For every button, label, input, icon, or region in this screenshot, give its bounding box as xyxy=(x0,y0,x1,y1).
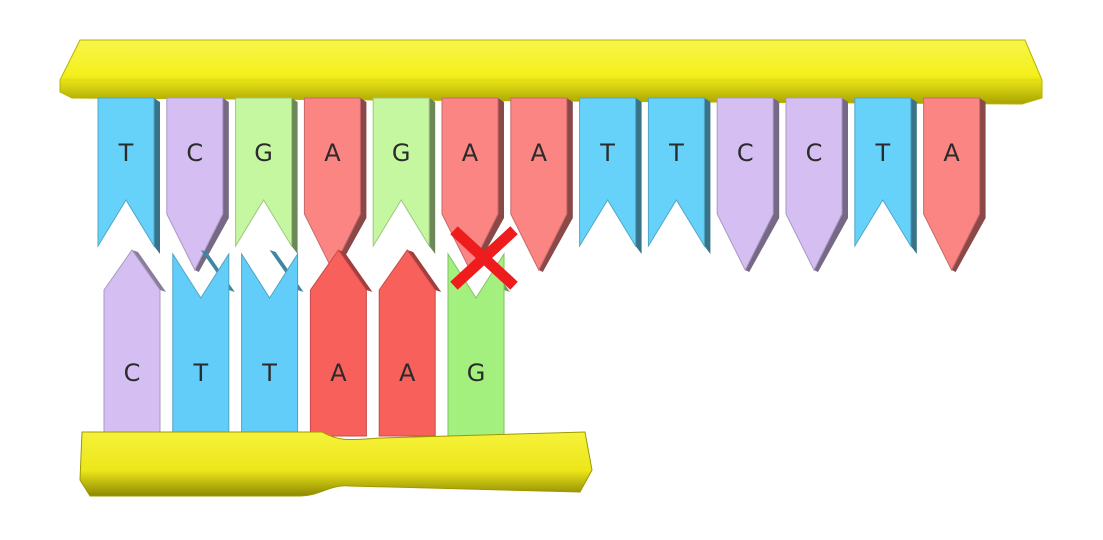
nucleotide-body xyxy=(378,249,436,437)
nucleotide-side xyxy=(704,98,711,254)
nucleotide-body xyxy=(241,252,299,437)
nucleotide-side xyxy=(814,98,848,272)
nucleotide-side xyxy=(194,98,229,272)
nucleotide-body xyxy=(785,97,843,272)
base-letter: C xyxy=(737,139,754,167)
nucleotide-body xyxy=(579,97,637,248)
nucleotide-body xyxy=(647,97,705,248)
base-letter: G xyxy=(392,139,411,167)
top-nucleotide: A xyxy=(923,97,986,272)
nucleotide-side xyxy=(407,250,442,292)
top-nucleotide: T xyxy=(579,97,642,254)
nucleotide-side xyxy=(745,98,780,272)
base-letter: C xyxy=(124,359,141,387)
top-nucleotide: T xyxy=(97,97,160,254)
cross-icon xyxy=(450,226,518,290)
nucleotide-side xyxy=(332,98,367,272)
nucleotide-side xyxy=(910,98,917,254)
base-letter: T xyxy=(192,359,208,387)
base-letter: A xyxy=(324,139,341,167)
nucleotide-body xyxy=(441,97,499,272)
nucleotide-body xyxy=(172,252,230,437)
nucleotide-side xyxy=(470,98,504,272)
top-nucleotide: C xyxy=(785,97,848,272)
nucleotide-side xyxy=(951,98,986,272)
nucleotide-body xyxy=(923,97,981,272)
top-nucleotide: G xyxy=(372,97,436,254)
base-letter: T xyxy=(874,139,890,167)
nucleotide-body xyxy=(97,97,155,248)
nucleotide-side xyxy=(132,250,166,292)
nucleotide-body xyxy=(303,97,361,272)
nucleotide-body xyxy=(235,97,293,248)
bottom-nucleotide: A xyxy=(309,249,373,437)
bottom-backbone xyxy=(79,431,593,497)
bottom-nucleotide: A xyxy=(378,249,442,437)
base-letter: T xyxy=(118,139,134,167)
nucleotide-body xyxy=(716,97,774,272)
nucleotide-side xyxy=(538,98,573,272)
top-nucleotide: C xyxy=(166,97,229,272)
nucleotide-body xyxy=(103,249,161,437)
top-nucleotide: A xyxy=(441,97,504,272)
base-letter: T xyxy=(668,139,684,167)
base-letter: A xyxy=(943,139,960,167)
nucleotide-body xyxy=(372,97,430,248)
nucleotide-side xyxy=(338,250,373,292)
nucleotide-body xyxy=(854,97,912,248)
nucleotide-body xyxy=(510,97,568,272)
bottom-nucleotide: T xyxy=(241,250,304,437)
base-letter: G xyxy=(467,359,486,387)
top-backbone xyxy=(59,39,1043,105)
top-nucleotide: T xyxy=(647,97,711,254)
nucleotide-side xyxy=(154,98,160,254)
base-letter: C xyxy=(806,139,823,167)
bottom-nucleotide: C xyxy=(103,249,166,437)
base-letter: C xyxy=(186,139,203,167)
top-nucleotide: C xyxy=(716,97,780,272)
top-nucleotide: G xyxy=(235,97,298,254)
top-nucleotide: T xyxy=(854,97,917,254)
base-letter: A xyxy=(531,139,548,167)
base-letter: A xyxy=(462,139,479,167)
base-letter: G xyxy=(254,139,273,167)
top-nucleotide: A xyxy=(303,97,367,272)
nucleotide-side xyxy=(635,98,642,254)
bottom-nucleotide: T xyxy=(172,250,235,437)
top-nucleotide: A xyxy=(510,97,573,272)
base-letter: A xyxy=(330,359,347,387)
base-letter: T xyxy=(261,359,277,387)
nucleotide-body xyxy=(166,97,224,272)
base-letter: T xyxy=(599,139,615,167)
nucleotide-body xyxy=(447,252,505,437)
nucleotide-side xyxy=(291,98,298,254)
base-letter: A xyxy=(399,359,416,387)
nucleotide-body xyxy=(309,249,367,437)
nucleotide-side xyxy=(429,98,436,254)
